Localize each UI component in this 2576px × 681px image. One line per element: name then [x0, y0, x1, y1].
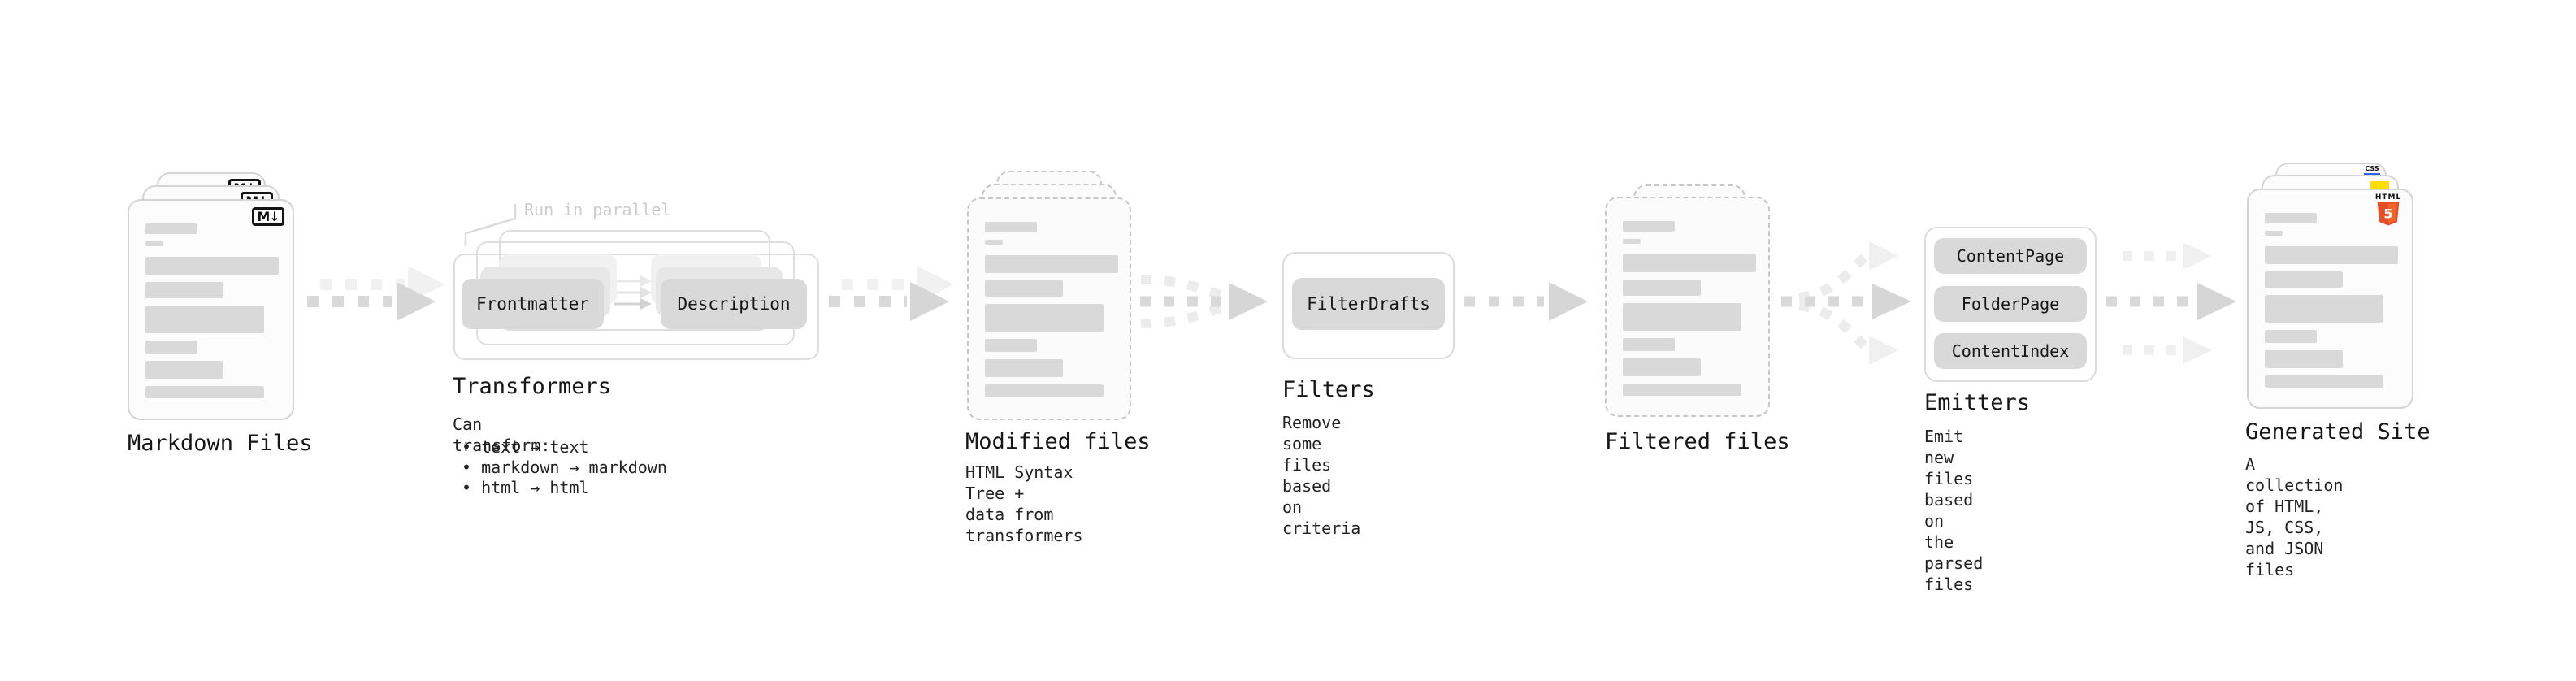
markdown-file-card-front: M↓ [128, 199, 294, 420]
placeholder-bar [2265, 231, 2283, 236]
arrow-emitters-to-generated [2106, 242, 2236, 364]
arrow-filtered-to-emitters [1781, 241, 1911, 365]
arrow-markdown-to-transformers [307, 266, 445, 321]
placeholder-bar [1623, 384, 1741, 396]
placeholder-bar [1623, 338, 1675, 351]
svg-text:5: 5 [2383, 206, 2392, 221]
placeholder-bar [985, 240, 1003, 245]
transformers-bullet-1: • text → text [462, 437, 589, 457]
modified-file-card-front [967, 197, 1131, 420]
emitters-label: Emitters [1924, 390, 2031, 415]
transformer-parallel-arrows [614, 275, 652, 310]
placeholder-bar [145, 340, 197, 354]
description-box: Description [661, 279, 807, 329]
placeholder-bar [145, 241, 163, 246]
transformer-frame-front [453, 254, 819, 360]
placeholder-bar [145, 282, 223, 298]
file-content-placeholder [985, 222, 1118, 397]
placeholder-bar [985, 255, 1118, 273]
placeholder-bar [2265, 213, 2317, 223]
contentindex-box: ContentIndex [1934, 333, 2087, 369]
generated-site-label: Generated Site [2245, 419, 2431, 445]
css-icon: CSS [2364, 166, 2380, 176]
arrow-filters-to-filtered [1464, 282, 1588, 321]
placeholder-bar [1623, 358, 1701, 376]
placeholder-bar [985, 280, 1063, 297]
file-content-placeholder [2265, 213, 2398, 388]
markdown-files-label: Markdown Files [128, 431, 313, 456]
placeholder-bar [2265, 330, 2317, 343]
placeholder-bar [145, 386, 264, 398]
placeholder-bar [985, 384, 1104, 397]
html5-icon: HTML 5 [2374, 193, 2402, 226]
placeholder-bar [1623, 239, 1641, 244]
placeholder-bar [985, 304, 1104, 332]
file-content-placeholder [145, 223, 279, 398]
placeholder-bar [1623, 221, 1675, 232]
placeholder-bar [145, 306, 264, 333]
markdown-icon: M↓ [252, 207, 284, 226]
placeholder-bar [985, 339, 1037, 352]
placeholder-bar [2265, 246, 2398, 264]
html5-icon-text: HTML [2374, 193, 2402, 202]
modified-files-sublabel: HTML Syntax Tree + data from transformer… [965, 462, 1083, 545]
filters-label: Filters [1282, 377, 1375, 402]
placeholder-bar [145, 361, 223, 379]
html-file-card: HTML 5 [2247, 189, 2413, 409]
generated-site-sublabel: A collection of HTML, JS, CSS, and JSON … [2245, 454, 2344, 579]
filtered-file-card-front [1605, 197, 1770, 417]
frontmatter-box: Frontmatter [462, 279, 604, 329]
folderpage-box: FolderPage [1934, 286, 2087, 322]
run-in-parallel-note: Run in parallel [524, 200, 671, 219]
transformers-description-title: Can transform: [453, 414, 551, 455]
placeholder-bar [1623, 280, 1701, 296]
note-leader-line [464, 204, 517, 246]
html5-shield: 5 [2377, 202, 2400, 226]
modified-files-label: Modified files [965, 429, 1151, 454]
placeholder-bar [2265, 271, 2343, 288]
placeholder-bar [985, 359, 1063, 377]
filtered-files-label: Filtered files [1605, 429, 1790, 454]
css-icon-bar [2364, 173, 2380, 176]
transformers-bullet-3: • html → html [462, 478, 589, 497]
placeholder-bar [1623, 303, 1741, 331]
placeholder-bar [1623, 254, 1756, 272]
filters-sublabel: Remove some files based on criteria [1282, 413, 1361, 538]
arrow-modified-to-filters [1140, 275, 1268, 328]
placeholder-bar [985, 222, 1037, 232]
file-content-placeholder [1623, 221, 1756, 396]
css-icon-text: CSS [2365, 165, 2379, 172]
arrow-transformers-to-modified [829, 266, 954, 321]
placeholder-bar [2265, 295, 2383, 323]
emitters-sublabel: Emit new files based on the parsed files [1924, 427, 1984, 594]
placeholder-bar [145, 257, 279, 275]
filterdrafts-box: FilterDrafts [1292, 278, 1445, 330]
placeholder-bar [2265, 375, 2383, 388]
placeholder-bar [2265, 350, 2343, 368]
placeholder-bar [145, 223, 197, 234]
contentpage-box: ContentPage [1934, 238, 2087, 274]
transformers-bullet-2: • markdown → markdown [462, 458, 667, 477]
transformers-label: Transformers [453, 374, 612, 399]
